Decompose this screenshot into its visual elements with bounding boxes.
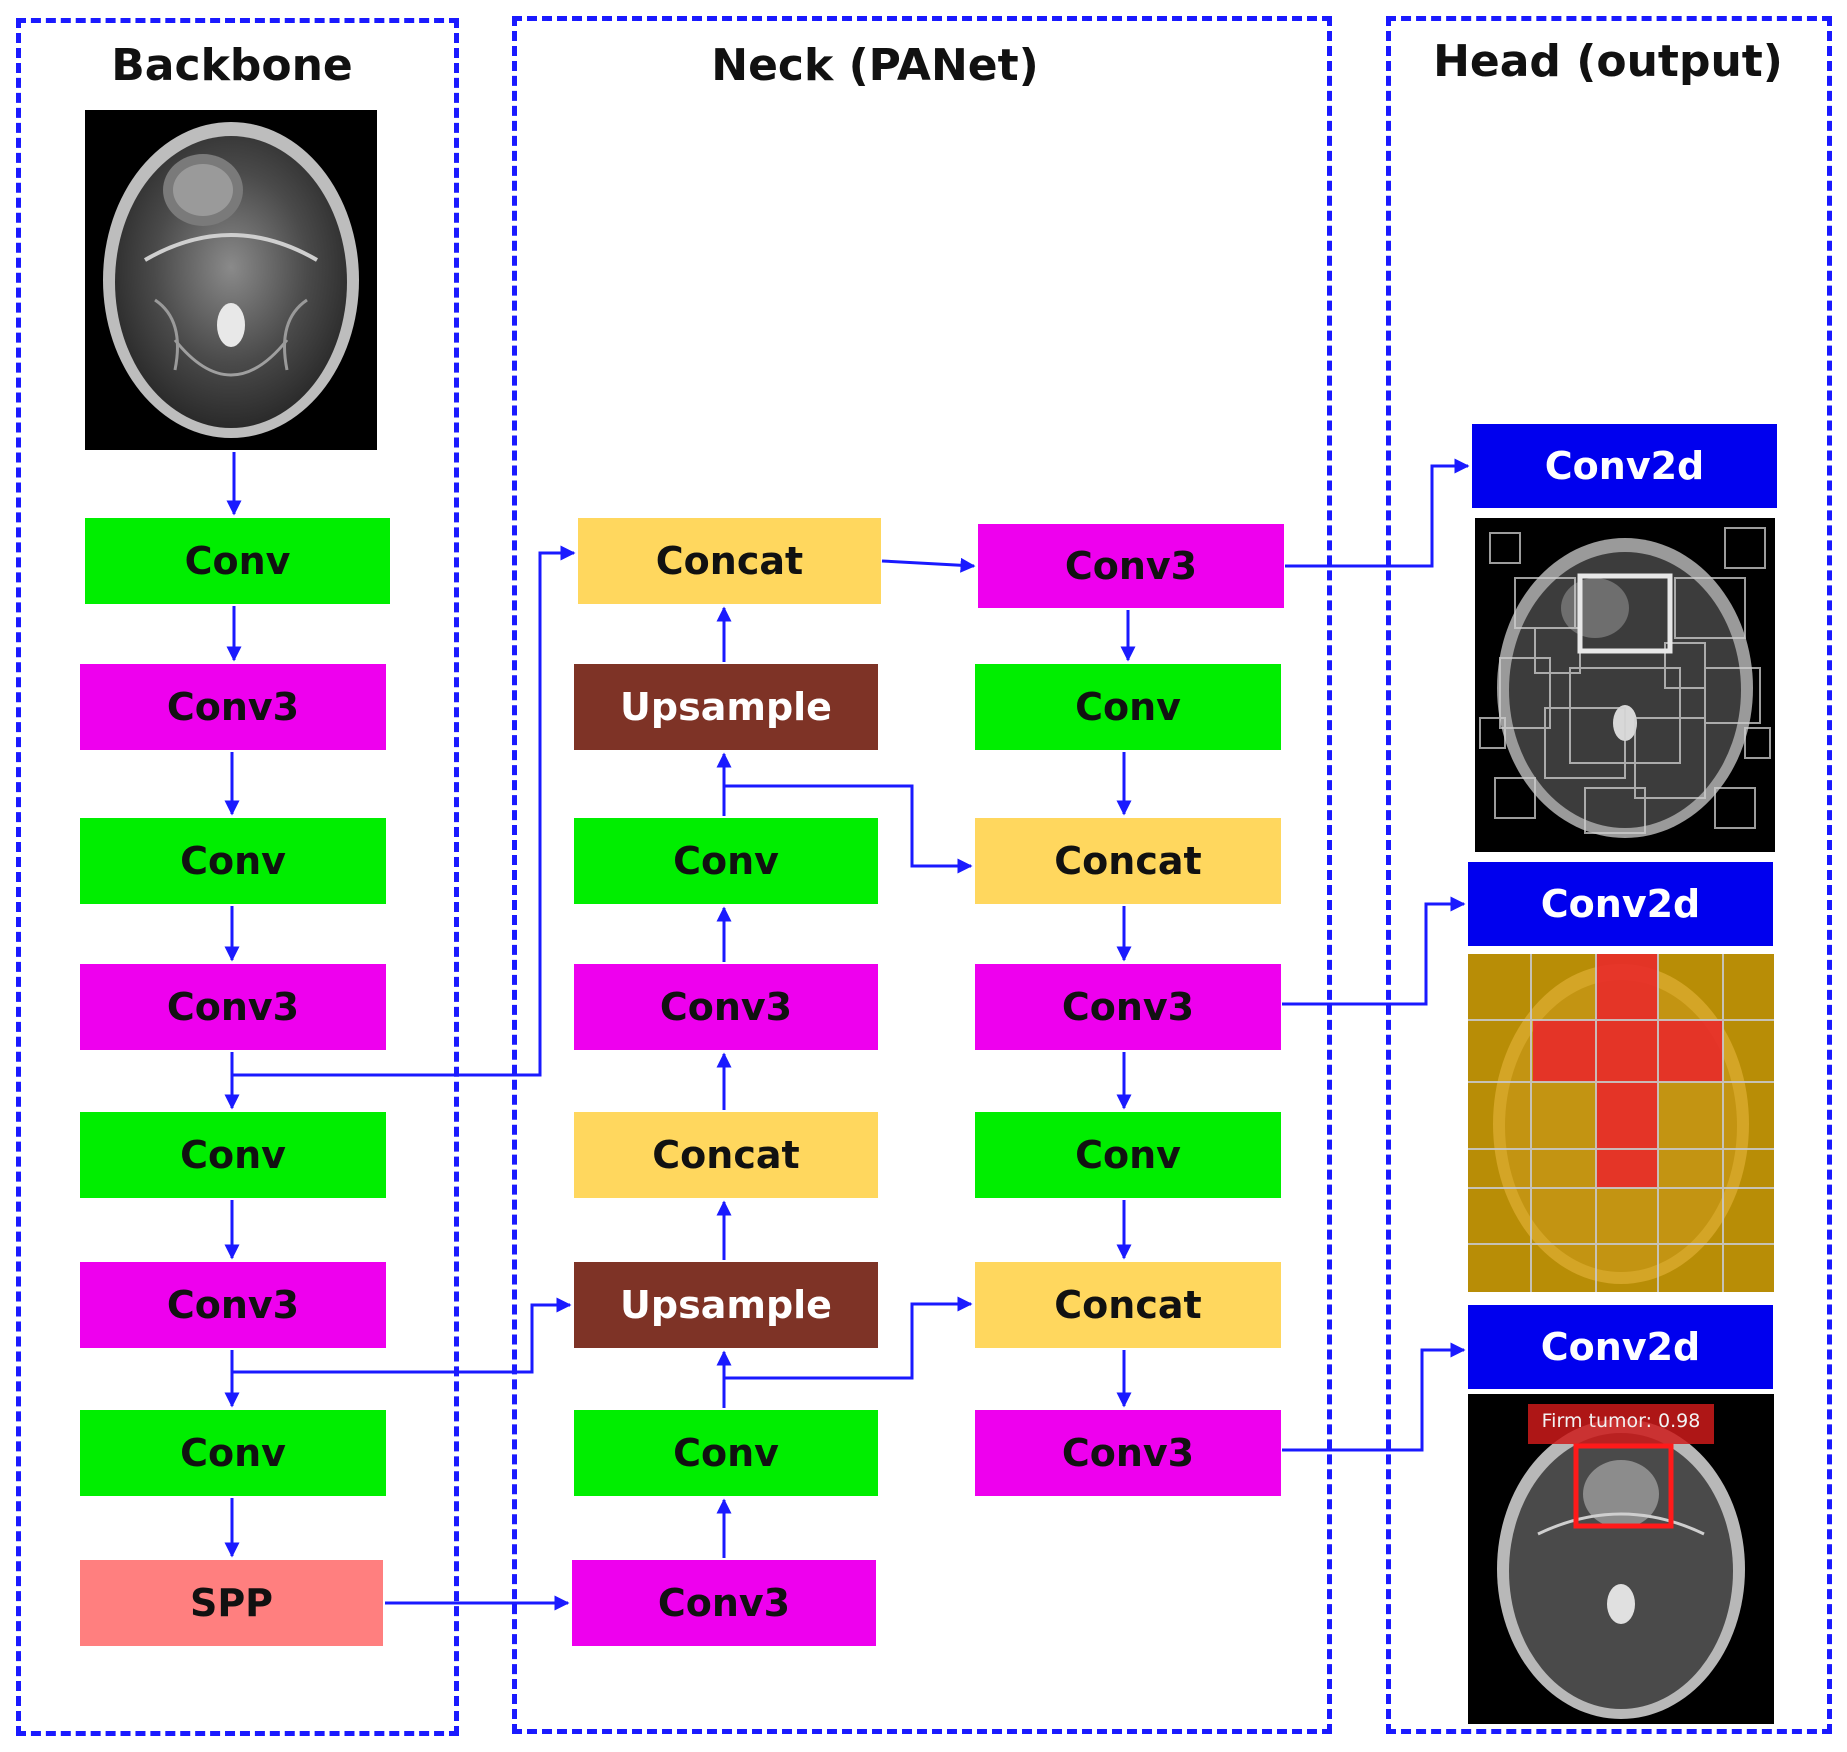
backbone-panel: [16, 18, 459, 1736]
backbone-conv-4: Conv: [80, 1410, 386, 1496]
head-title: Head (output): [1433, 36, 1783, 87]
neck-conv-right-1: Conv: [975, 664, 1281, 750]
neck-conv3-upper: Conv3: [574, 964, 878, 1050]
backbone-conv-1: Conv: [85, 518, 390, 604]
neck-conv3-out-1: Conv3: [978, 524, 1284, 608]
backbone-title: Backbone: [111, 40, 353, 91]
neck-conv-lower: Conv: [574, 1410, 878, 1496]
neck-upsample-bottom: Upsample: [574, 1262, 878, 1348]
neck-concat-right-1: Concat: [975, 818, 1281, 904]
arrow-to-head-3: [1282, 1342, 1466, 1452]
neck-concat-top: Concat: [578, 518, 881, 604]
arrow-backbone-to-concat-top: [232, 545, 576, 1077]
arrow-to-head-2: [1282, 896, 1466, 1006]
neck-conv3-bottom: Conv3: [572, 1560, 876, 1646]
neck-panel: [512, 16, 1332, 1734]
arrow-neck-to-concat-right-2: [724, 1296, 973, 1380]
backbone-conv3-1: Conv3: [80, 664, 386, 750]
neck-concat-right-2: Concat: [975, 1262, 1281, 1348]
backbone-conv-3: Conv: [80, 1112, 386, 1198]
neck-conv-upper: Conv: [574, 818, 878, 904]
head-anchor-boxes-image: [1475, 518, 1775, 852]
head-conv2d-1: Conv2d: [1472, 424, 1777, 508]
head-conv2d-3: Conv2d: [1468, 1305, 1773, 1389]
input-mri-image: [85, 110, 377, 450]
arrow-concat-top-to-conv3: [881, 557, 976, 573]
neck-upsample-top: Upsample: [574, 664, 878, 750]
head-conv2d-2: Conv2d: [1468, 862, 1773, 946]
detection-label: Firm tumor: 0.98: [1541, 1410, 1701, 1432]
neck-concat-middle: Concat: [574, 1112, 878, 1198]
neck-conv3-out-2: Conv3: [975, 964, 1281, 1050]
neck-conv3-out-3: Conv3: [975, 1410, 1281, 1496]
neck-title: Neck (PANet): [711, 40, 1039, 91]
backbone-conv-2: Conv: [80, 818, 386, 904]
head-detection-image: Firm tumor: 0.98: [1468, 1394, 1774, 1724]
head-panel: [1386, 16, 1832, 1734]
arrow-neck-to-concat-right-1: [724, 784, 973, 874]
neck-conv-right-2: Conv: [975, 1112, 1281, 1198]
backbone-spp: SPP: [80, 1560, 383, 1646]
head-grid-image: [1468, 954, 1774, 1292]
backbone-conv3-2: Conv3: [80, 964, 386, 1050]
arrow-backbone-to-upsample: [232, 1297, 572, 1374]
arrow-to-head-1: [1285, 458, 1470, 568]
backbone-conv3-3: Conv3: [80, 1262, 386, 1348]
